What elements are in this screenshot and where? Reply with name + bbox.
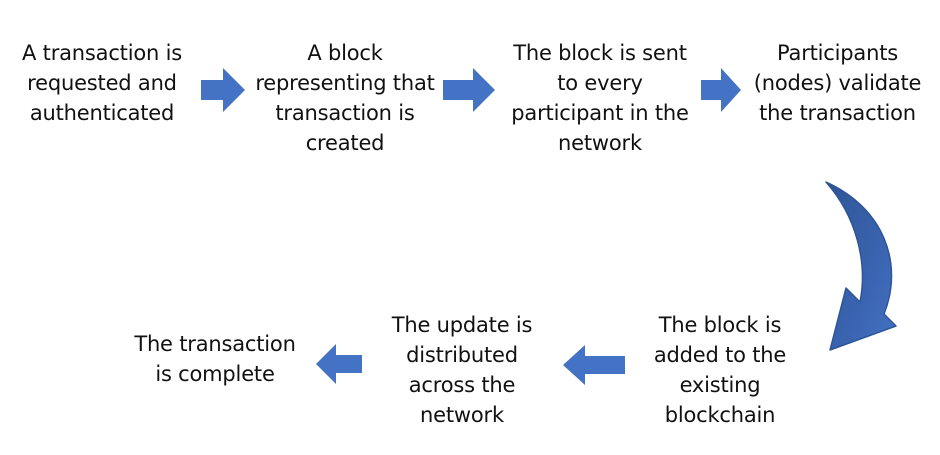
step-text-line: participant in the xyxy=(511,101,689,125)
step-send-block: The block is sent to every participant i… xyxy=(500,38,700,158)
step-transaction-complete: The transaction is complete xyxy=(125,329,305,389)
step-text-line: (nodes) validate xyxy=(753,71,922,95)
step-text-line: representing that xyxy=(255,71,435,95)
step-text-line: The block is xyxy=(658,313,782,337)
step-text-line: Participants xyxy=(777,41,898,65)
step-text-line: existing xyxy=(679,373,761,397)
step-text-line: to every xyxy=(557,71,643,95)
curved-arrow-icon xyxy=(818,180,910,370)
arrow-left-icon xyxy=(316,344,362,384)
step-text-line: A block xyxy=(307,41,383,65)
step-text-line: distributed xyxy=(406,343,518,367)
step-text-line: network xyxy=(558,131,642,155)
step-text-line: A transaction is xyxy=(22,41,182,65)
step-create-block: A block representing that transaction is… xyxy=(255,38,435,158)
step-text-line: created xyxy=(305,131,385,155)
step-text-line: requested and xyxy=(27,71,177,95)
step-text-line: authenticated xyxy=(29,101,175,125)
step-request-transaction: A transaction is requested and authentic… xyxy=(12,38,192,128)
arrow-left-icon xyxy=(563,345,625,385)
step-text-line: The transaction xyxy=(134,332,296,356)
step-text-line: network xyxy=(420,403,504,427)
step-text-line: across the xyxy=(408,373,516,397)
step-text-line: The update is xyxy=(391,313,533,337)
step-add-block: The block is added to the existing block… xyxy=(640,310,800,430)
step-text-line: added to the xyxy=(653,343,787,367)
step-validate-transaction: Participants (nodes) validate the transa… xyxy=(745,38,930,128)
arrow-right-icon xyxy=(201,68,245,112)
step-text-line: blockchain xyxy=(664,403,776,427)
step-text-line: transaction is xyxy=(275,101,415,125)
step-text-line: The block is sent xyxy=(513,41,687,65)
step-text-line: the transaction xyxy=(759,101,916,125)
arrow-right-icon xyxy=(443,68,495,112)
arrow-right-icon xyxy=(701,68,741,112)
step-distribute-update: The update is distributed across the net… xyxy=(382,310,542,430)
step-text-line: is complete xyxy=(155,362,275,386)
